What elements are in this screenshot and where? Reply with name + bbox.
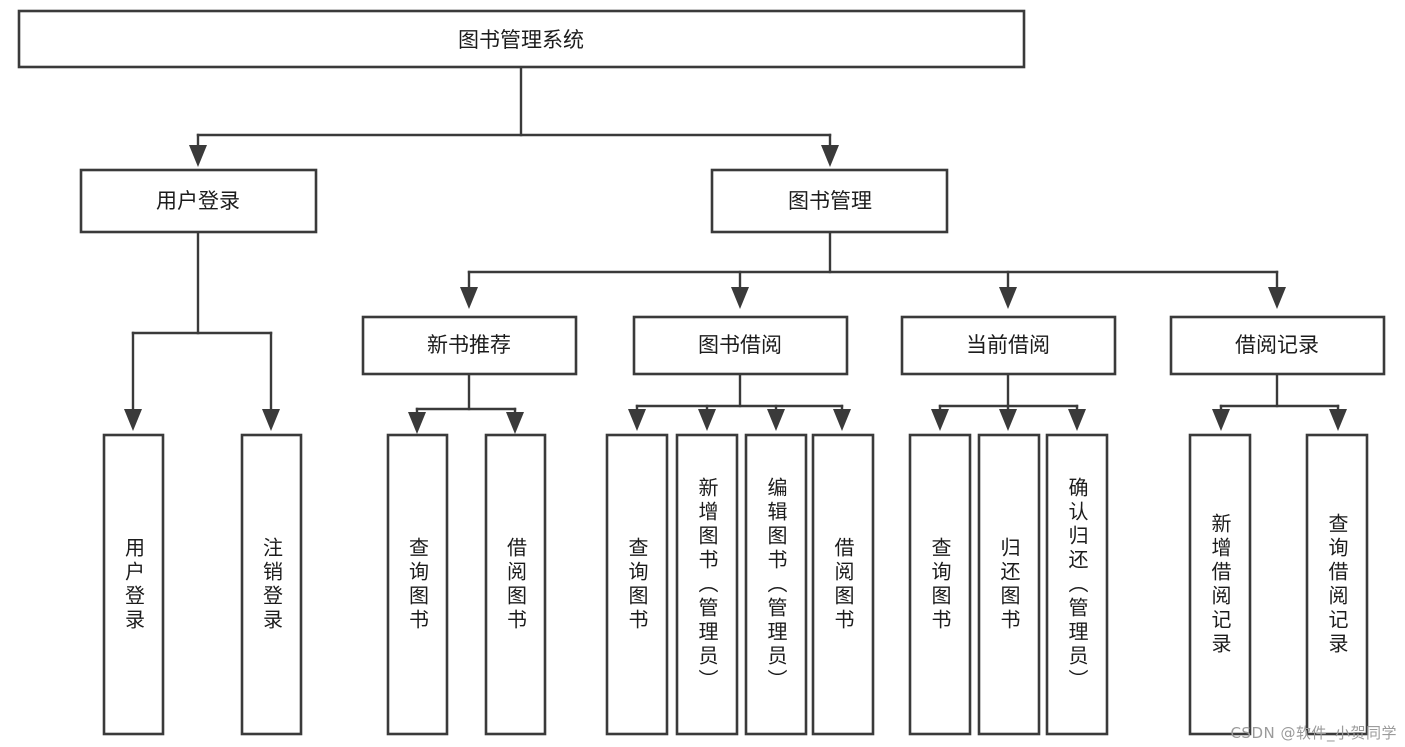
connector-root-to-level2	[189, 65, 839, 167]
node-leaf-edit-book[interactable]	[744, 433, 808, 736]
node-leaf-return-book[interactable]	[977, 433, 1041, 736]
arrow-to-leaf-borrow-book-1	[506, 412, 524, 434]
node-book-management[interactable]: 图书管理	[710, 168, 949, 234]
node-new-book-recommend[interactable]: 新书推荐	[361, 315, 578, 376]
arrow-to-leaf-query-book-2	[628, 409, 646, 431]
node-leaf-add-record[interactable]	[1188, 433, 1252, 736]
node-leaf-add-book[interactable]	[675, 433, 739, 736]
node-leaf-query-record[interactable]	[1305, 433, 1369, 736]
connector-borrow-record-to-leaves	[1212, 372, 1347, 431]
node-leaf-query-book-1[interactable]	[386, 433, 449, 736]
arrow-to-leaf-borrow-book-2	[833, 409, 851, 431]
node-user-login[interactable]: 用户登录	[79, 168, 318, 234]
arrow-to-leaf-add-book	[698, 409, 716, 431]
connector-user-login-to-leaves	[124, 230, 280, 431]
connector-book-management-to-level3	[460, 230, 1286, 309]
node-book-borrow[interactable]: 图书借阅	[632, 315, 849, 376]
node-book-borrow-label: 图书借阅	[698, 333, 782, 357]
arrow-to-borrow-record	[1268, 287, 1286, 309]
node-leaf-logout-login[interactable]	[240, 433, 303, 736]
arrow-to-leaf-return-book	[999, 409, 1017, 431]
node-leaf-query-book-3[interactable]	[908, 433, 972, 736]
arrow-to-leaf-query-book-1	[408, 412, 426, 434]
arrow-to-leaf-edit-book	[767, 409, 785, 431]
node-borrow-record-label: 借阅记录	[1235, 333, 1319, 357]
connector-new-book-recommend-to-leaves	[408, 372, 524, 434]
node-borrow-record[interactable]: 借阅记录	[1169, 315, 1386, 376]
node-current-borrow-label: 当前借阅	[966, 333, 1050, 357]
node-root-label: 图书管理系统	[458, 28, 584, 52]
node-leaf-borrow-book-1[interactable]	[484, 433, 547, 736]
connector-current-borrow-to-leaves	[931, 372, 1086, 431]
node-root-system[interactable]: 图书管理系统	[17, 9, 1026, 69]
arrow-to-leaf-confirm-return	[1068, 409, 1086, 431]
node-current-borrow[interactable]: 当前借阅	[900, 315, 1117, 376]
arrow-to-leaf-add-record	[1212, 409, 1230, 431]
node-leaf-user-login[interactable]	[102, 433, 165, 736]
arrow-to-book-borrow	[731, 287, 749, 309]
node-leaf-query-book-2[interactable]	[605, 433, 669, 736]
arrow-to-user-login	[189, 145, 207, 167]
arrow-to-leaf-query-book-3	[931, 409, 949, 431]
node-user-login-label: 用户登录	[156, 189, 240, 213]
node-leaf-confirm-return[interactable]	[1045, 433, 1109, 736]
arrow-to-book-management	[821, 145, 839, 167]
arrow-to-leaf-logout-login	[262, 409, 280, 431]
connector-book-borrow-to-leaves	[628, 372, 851, 431]
node-leaf-borrow-book-2[interactable]	[811, 433, 875, 736]
arrow-to-leaf-user-login	[124, 409, 142, 431]
node-book-management-label: 图书管理	[788, 189, 872, 213]
node-new-book-recommend-label: 新书推荐	[427, 333, 511, 357]
arrow-to-current-borrow	[999, 287, 1017, 309]
arrow-to-new-book-recommend	[460, 287, 478, 309]
arrow-to-leaf-query-record	[1329, 409, 1347, 431]
